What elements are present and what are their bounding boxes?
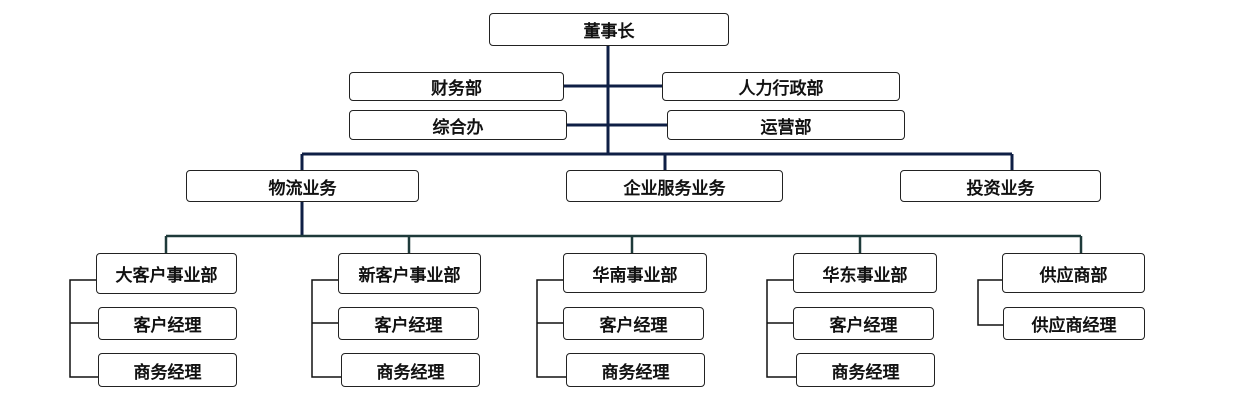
new-accounts-business-manager-box: 商务经理 — [341, 353, 480, 387]
bracket-key-accounts — [69, 279, 98, 378]
investment-business-box: 投资业务 — [900, 170, 1101, 202]
finance-dept-box: 财务部 — [349, 72, 564, 101]
logistics-business-box: 物流业务 — [186, 170, 419, 202]
bracket-new-accounts — [311, 279, 341, 378]
bracket-south-china — [536, 279, 566, 378]
east-china-business-manager-box: 商务经理 — [796, 353, 935, 387]
key-accounts-account-manager-box: 客户经理 — [98, 307, 237, 340]
operations-dept-box: 运营部 — [667, 110, 905, 140]
new-accounts-division-box: 新客户事业部 — [338, 253, 481, 294]
key-accounts-division-box: 大客户事业部 — [96, 253, 237, 294]
general-office-box: 综合办 — [349, 110, 567, 140]
key-accounts-business-manager-box: 商务经理 — [98, 353, 237, 387]
bracket-east-china — [766, 279, 796, 378]
south-china-business-manager-box: 商务经理 — [566, 353, 705, 387]
supplier-division-box: 供应商部 — [1002, 253, 1145, 293]
east-china-account-manager-box: 客户经理 — [793, 307, 934, 340]
hr-admin-dept-box: 人力行政部 — [662, 72, 900, 101]
new-accounts-account-manager-box: 客户经理 — [338, 307, 479, 340]
east-china-division-box: 华东事业部 — [793, 253, 937, 293]
supplier-manager-box: 供应商经理 — [1003, 307, 1145, 340]
chairman-box: 董事长 — [489, 13, 729, 46]
enterprise-services-box: 企业服务业务 — [566, 170, 783, 202]
south-china-division-box: 华南事业部 — [563, 253, 707, 293]
south-china-account-manager-box: 客户经理 — [563, 307, 704, 340]
bracket-supplier — [977, 279, 1003, 326]
